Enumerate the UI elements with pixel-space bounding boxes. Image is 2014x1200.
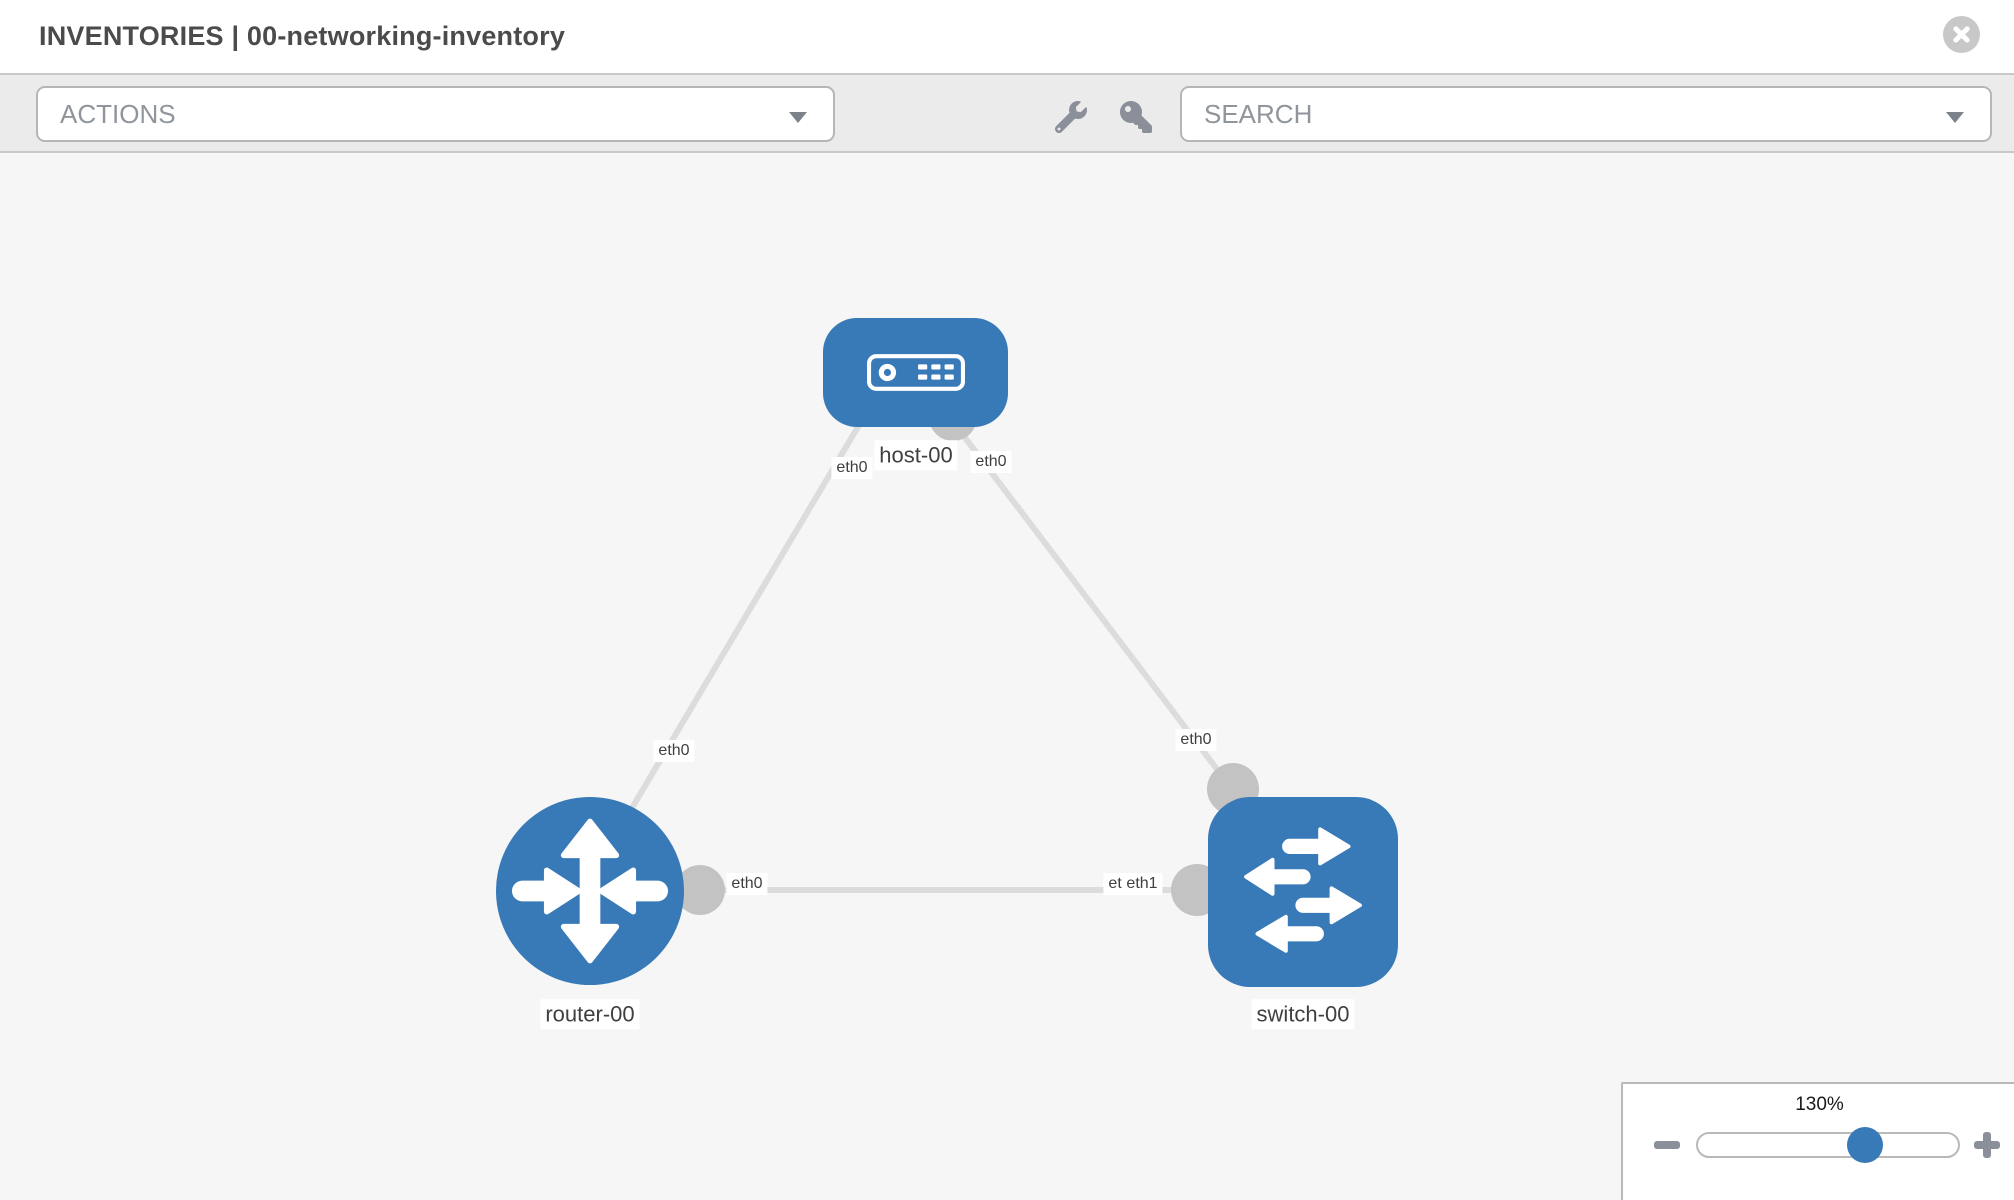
host-icon: [866, 354, 965, 391]
switch-icon: [1244, 827, 1362, 953]
topology-canvas[interactable]: host-00 router-00 switch-00 eth0 eth0 et…: [0, 153, 2014, 1200]
page-title: INVENTORIES | 00-networking-inventory: [39, 21, 566, 51]
node-label-router: router-00: [540, 999, 640, 1029]
zoom-slider[interactable]: [1696, 1132, 1960, 1158]
credentials-button[interactable]: [1118, 99, 1154, 135]
interface-connector: [675, 865, 725, 915]
key-icon: [1120, 101, 1152, 133]
interface-label: eth0: [831, 457, 873, 479]
node-switch-00[interactable]: [1208, 797, 1398, 987]
configure-button[interactable]: [1053, 99, 1089, 135]
node-label-switch: switch-00: [1251, 999, 1355, 1029]
zoom-out-button[interactable]: [1649, 1127, 1685, 1163]
chevron-down-icon: [1946, 112, 1964, 123]
node-router-00[interactable]: [496, 797, 684, 985]
actions-dropdown-label: ACTIONS: [60, 98, 176, 129]
search-input[interactable]: [1182, 98, 1990, 130]
zoom-value: 130%: [1795, 1094, 1844, 1115]
chevron-down-icon: [789, 112, 807, 123]
zoom-in-button[interactable]: [1969, 1127, 2005, 1163]
interface-label: eth0: [970, 451, 1012, 473]
wrench-icon: [1055, 101, 1087, 133]
router-icon: [511, 818, 669, 964]
zoom-panel: 130%: [1621, 1082, 2014, 1200]
actions-dropdown[interactable]: ACTIONS: [36, 86, 835, 142]
minus-icon: [1654, 1141, 1680, 1149]
interface-label: eth1: [1121, 873, 1163, 895]
interface-label: eth0: [653, 740, 695, 762]
node-label-host: host-00: [874, 440, 958, 470]
node-host-00[interactable]: [823, 318, 1008, 427]
link-host-router[interactable]: [607, 413, 868, 847]
zoom-slider-handle[interactable]: [1847, 1127, 1883, 1163]
topology-links: [607, 393, 1259, 916]
interface-label: eth0: [726, 873, 768, 895]
interface-label: eth0: [1175, 729, 1217, 751]
plus-icon: [1983, 1132, 1991, 1158]
titlebar: INVENTORIES | 00-networking-inventory: [0, 0, 2014, 73]
search-dropdown[interactable]: [1180, 86, 1992, 142]
toolbar: ACTIONS: [0, 73, 2014, 153]
close-button[interactable]: [1943, 16, 1980, 53]
